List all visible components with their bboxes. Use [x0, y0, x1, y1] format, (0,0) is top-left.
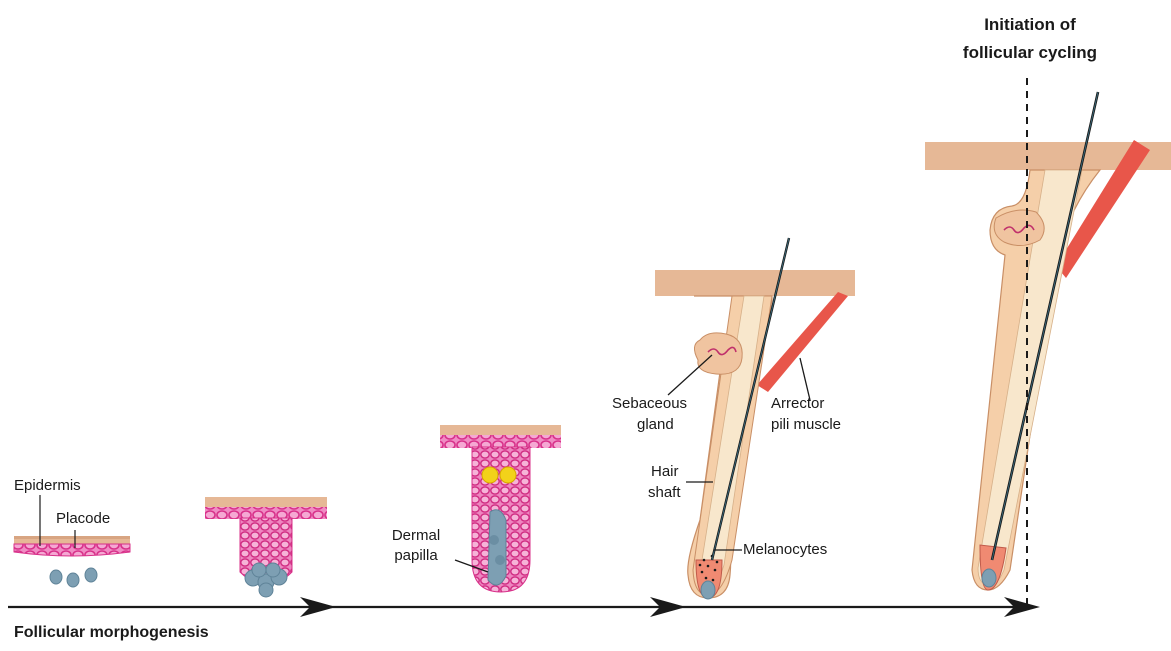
- axis-label: Follicular morphogenesis: [14, 624, 209, 642]
- dermal-papilla-label-1: Dermal: [386, 527, 446, 545]
- stage-hair-peg: [440, 425, 561, 592]
- arrector-label-2: pili muscle: [771, 416, 841, 434]
- sebaceous-label-2: gland: [637, 416, 674, 434]
- initiation-title-1: Initiation of: [930, 12, 1130, 37]
- stage-cycling-follicle: [925, 92, 1171, 590]
- hair-shaft-label-2: shaft: [648, 484, 681, 502]
- hair-shaft-label-1: Hair: [651, 463, 679, 481]
- arrector-label-1: Arrector: [771, 395, 824, 413]
- dermal-papilla-label-2: papilla: [386, 547, 446, 565]
- stage-placode: [14, 536, 130, 587]
- sebaceous-label-1: Sebaceous: [612, 395, 687, 413]
- placode-label: Placode: [56, 510, 110, 528]
- skin-surface: [655, 270, 855, 296]
- stage-hair-germ: [205, 497, 327, 597]
- timeline-arrow: [8, 597, 1040, 617]
- papilla-cell: [50, 570, 62, 584]
- placode-cells: [14, 544, 130, 556]
- melanocytes-label: Melanocytes: [743, 541, 827, 559]
- epidermis-label: Epidermis: [14, 477, 81, 495]
- initiation-title-2: follicular cycling: [930, 40, 1130, 65]
